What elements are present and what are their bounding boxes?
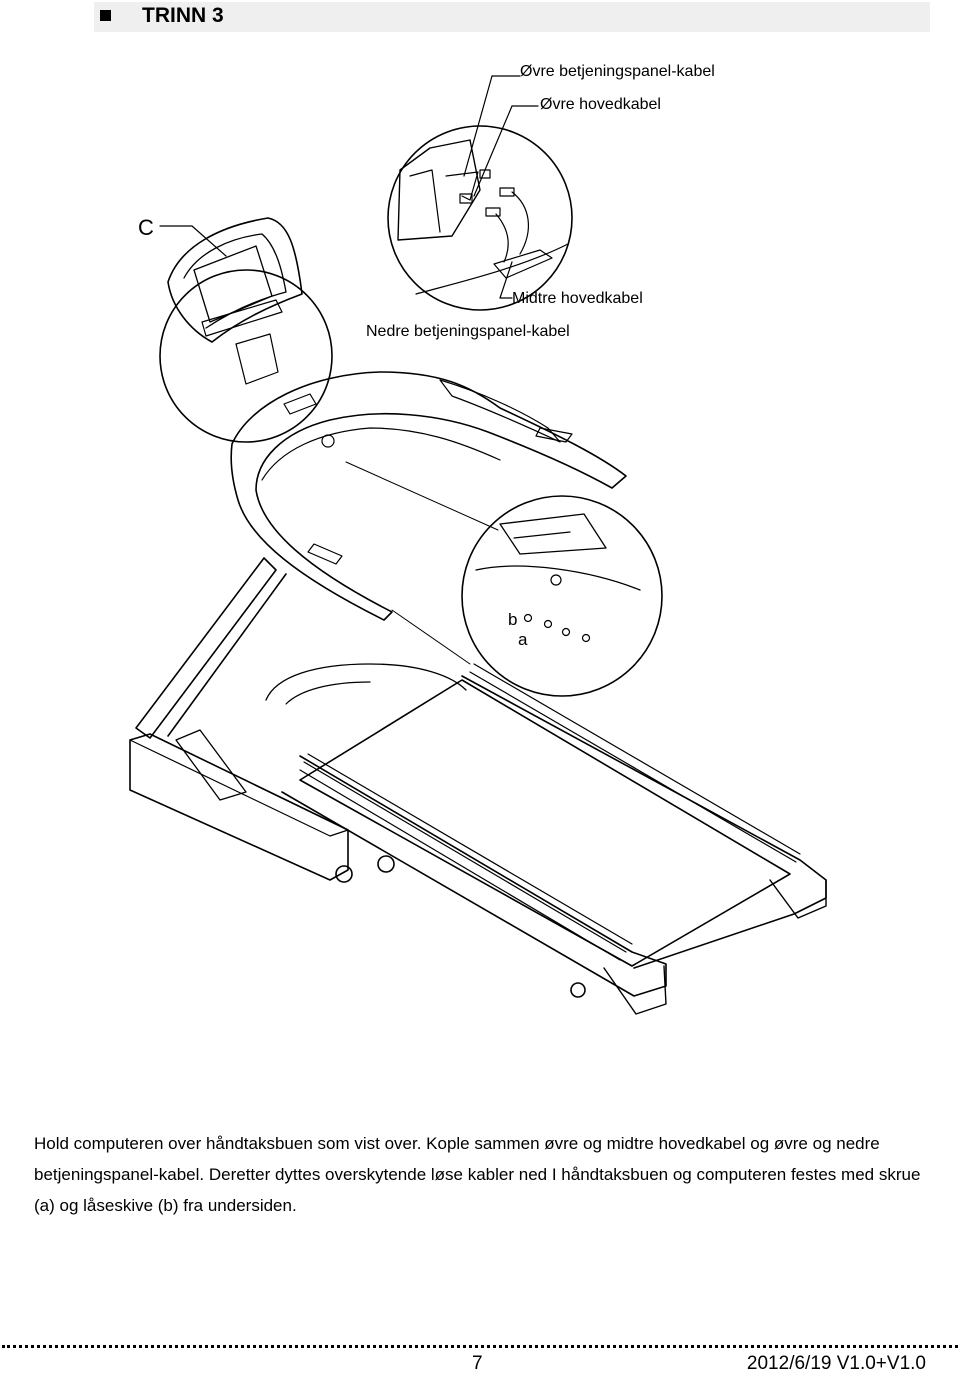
callout-middle-main-cable: Midtre hovedkabel (512, 290, 643, 307)
running-deck (281, 663, 827, 1015)
label-b: b (508, 610, 518, 629)
label-c: C (138, 215, 154, 240)
instructions-paragraph: Hold computeren over håndtaksbuen som vi… (34, 1134, 921, 1215)
square-bullet-icon (100, 10, 111, 21)
step-header-bar (94, 2, 930, 32)
step-title: TRINN 3 (142, 4, 224, 27)
cable-detail-circle (387, 125, 573, 311)
callout-upper-panel-cable: Øvre betjeningspanel-kabel (520, 63, 715, 80)
treadmill-assembly-figure: Øvre betjeningspanel-kabel Øvre hovedkab… (0, 40, 960, 1100)
page-number: 7 (472, 1353, 483, 1374)
treadmill-illustration (129, 75, 827, 1015)
screw-detail-circle (345, 461, 663, 697)
footer-dotted-rule (2, 1345, 958, 1348)
label-a: a (518, 630, 528, 649)
treadmill-frame (129, 557, 467, 883)
handlebar-arch (230, 371, 627, 621)
callout-lower-panel-cable: Nedre betjeningspanel-kabel (366, 323, 570, 340)
callout-upper-main-cable: Øvre hovedkabel (540, 96, 661, 113)
console-detail-circle (159, 217, 333, 443)
callout-leaders (159, 75, 539, 299)
version-date: 2012/6/19 V1.0+V1.0 (746, 1353, 926, 1374)
